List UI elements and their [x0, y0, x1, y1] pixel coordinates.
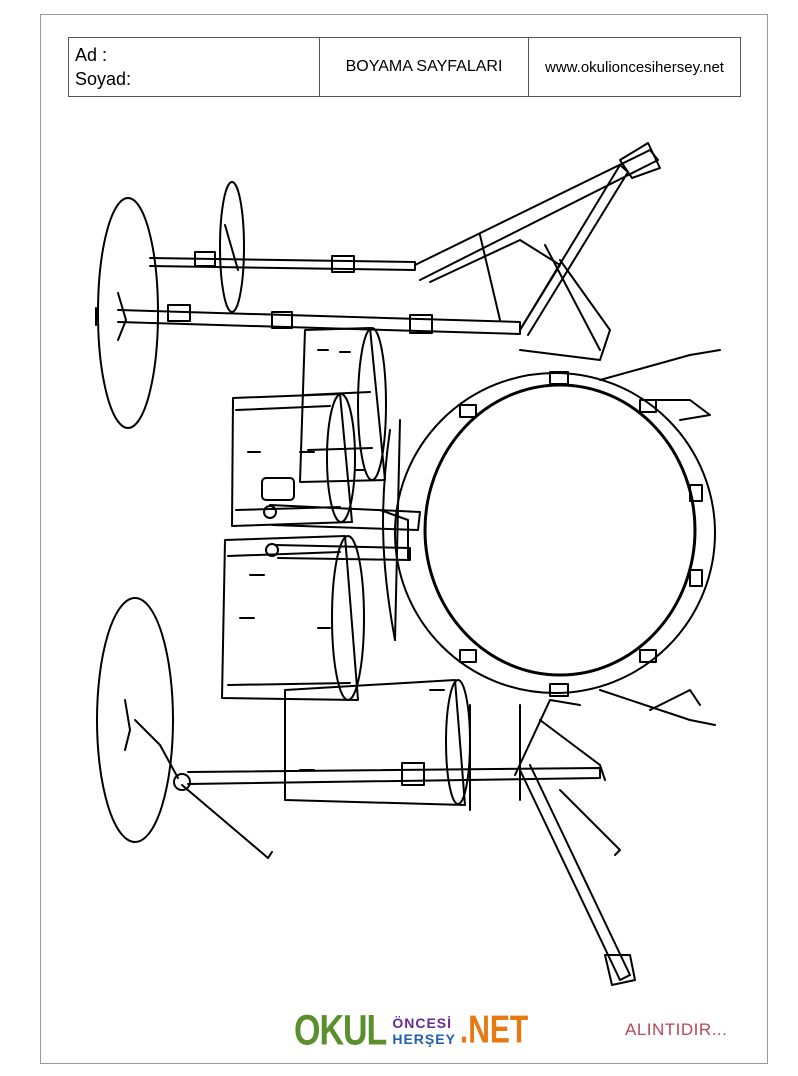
surname-label: Soyad:: [75, 69, 132, 89]
page-border: [40, 14, 768, 1064]
logo-word-oncesi: ÖNCESİ: [392, 1015, 453, 1031]
site-logo[interactable]: OKUL ÖNCESİ HERŞEY .NET: [294, 1006, 529, 1055]
website-link[interactable]: www.okulioncesihersey.net: [528, 37, 741, 97]
logo-middle: ÖNCESİ HERŞEY: [392, 1015, 456, 1047]
name-cell: Ad : Soyad:: [68, 37, 320, 97]
tom-drum-left-upper: [231, 393, 356, 527]
header-table: Ad : Soyad: BOYAMA SAYFALARI www.okulion…: [68, 37, 741, 97]
name-label: Ad :: [75, 45, 108, 65]
page-title: BOYAMA SAYFALARI: [319, 37, 529, 97]
bass-drum: [382, 349, 721, 726]
logo-word-net: .NET: [459, 1008, 529, 1052]
tom-drum-left-lower: [221, 535, 365, 701]
crash-cymbal-top: [95, 197, 159, 429]
logo-word-hersey: HERŞEY: [392, 1031, 456, 1047]
tom-drum-upper: [299, 327, 387, 483]
cymbal-bottom: [96, 597, 191, 843]
logo-word-okul: OKUL: [294, 1006, 387, 1055]
ride-cymbal-top: [219, 181, 245, 313]
credit-text: ALINTIDIR...: [625, 1020, 728, 1039]
cymbal-stand-bottom: [181, 699, 636, 986]
cymbal-stand-top: [117, 142, 661, 361]
tom-holder: [263, 504, 421, 561]
